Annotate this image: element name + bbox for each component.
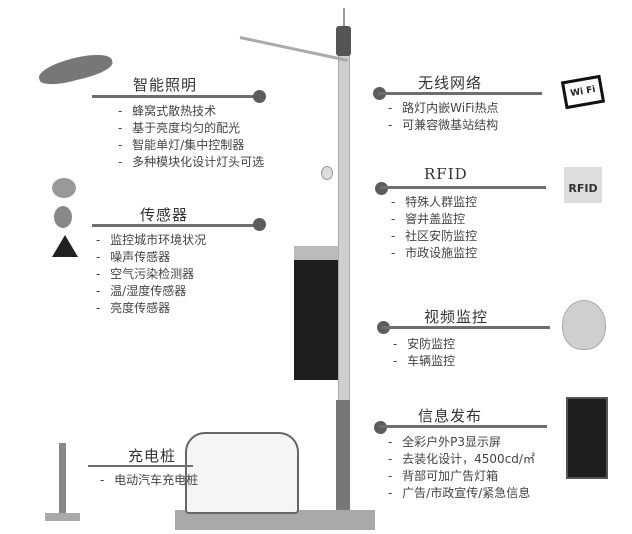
rfid-icon-text: RFID xyxy=(568,182,598,195)
lighting-item: 智能单灯/集中控制器 xyxy=(118,137,264,154)
wireless-item: 可兼容微基站结构 xyxy=(388,117,498,134)
sensors-item: 噪声传感器 xyxy=(96,249,206,266)
wireless-list: 路灯内嵌WiFi热点 可兼容微基站结构 xyxy=(388,100,498,134)
charging-title: 充电桩 xyxy=(128,447,177,465)
video-connector xyxy=(382,326,550,329)
led-display-icon xyxy=(566,397,608,479)
info-item: 广告/市政宣传/紧急信息 xyxy=(388,485,535,502)
rfid-title: RFID xyxy=(424,165,468,183)
video-item: 安防监控 xyxy=(393,336,455,353)
sensors-list: 监控城市环境状况 噪声传感器 空气污染检测器 温/湿度传感器 亮度传感器 xyxy=(96,232,206,317)
lamp-pole xyxy=(338,30,350,510)
pole-top-module xyxy=(336,26,351,56)
info-title: 信息发布 xyxy=(418,407,483,425)
wireless-connector xyxy=(378,92,542,95)
car-icon xyxy=(185,432,299,514)
info-list: 全彩户外P3显示屏 去装化设计，4500cd/㎡ 背部可加广告灯箱 广告/市政宣… xyxy=(388,434,535,502)
sensors-item: 亮度传感器 xyxy=(96,300,206,317)
video-title: 视频监控 xyxy=(424,308,489,326)
rfid-item: 窨井盖监控 xyxy=(391,211,477,228)
rfid-icon: RFID xyxy=(564,167,602,203)
rfid-connector xyxy=(380,186,546,189)
lighting-title: 智能照明 xyxy=(133,76,198,94)
charging-connector xyxy=(88,465,193,467)
charging-item: 电动汽车充电桩 xyxy=(100,472,198,489)
warning-sign-icon xyxy=(52,235,78,257)
lamp-arm xyxy=(239,36,348,62)
wifi-icon-text: Wi Fi xyxy=(569,84,597,100)
temperature-sensor-icon xyxy=(54,206,72,228)
pole-base xyxy=(336,400,350,510)
info-connector xyxy=(379,425,547,428)
charging-list: 电动汽车充电桩 xyxy=(100,472,198,489)
dome-camera-icon xyxy=(562,300,606,350)
info-item: 全彩户外P3显示屏 xyxy=(388,434,535,451)
pole-antenna xyxy=(343,8,345,30)
street-lamp-head-icon xyxy=(36,49,115,89)
lighting-item: 多种模块化设计灯头可选 xyxy=(118,154,264,171)
sensors-connector xyxy=(92,224,259,227)
rfid-item: 社区安防监控 xyxy=(391,228,477,245)
sensors-item: 空气污染检测器 xyxy=(96,266,206,283)
lighting-connector xyxy=(92,95,259,98)
rfid-item: 特殊人群监控 xyxy=(391,194,477,211)
lighting-item: 蜂窝式散热技术 xyxy=(118,103,264,120)
sensors-item: 监控城市环境状况 xyxy=(96,232,206,249)
rfid-list: 特殊人群监控 窨井盖监控 社区安防监控 市政设施监控 xyxy=(391,194,477,262)
lighting-item: 基于亮度均匀的配光 xyxy=(118,120,264,137)
info-item: 背部可加广告灯箱 xyxy=(388,468,535,485)
lighting-list: 蜂窝式散热技术 基于亮度均匀的配光 智能单灯/集中控制器 多种模块化设计灯头可选 xyxy=(118,103,264,171)
lighting-dot xyxy=(253,90,266,103)
info-item: 去装化设计，4500cd/㎡ xyxy=(388,451,535,468)
video-list: 安防监控 车辆监控 xyxy=(393,336,455,370)
gas-sensor-icon xyxy=(52,178,76,198)
wireless-item: 路灯内嵌WiFi热点 xyxy=(388,100,498,117)
charging-pile-icon xyxy=(59,443,66,513)
sensors-item: 温/湿度传感器 xyxy=(96,283,206,300)
wifi-icon: Wi Fi xyxy=(560,74,606,110)
sensors-dot xyxy=(253,218,266,231)
rfid-item: 市政设施监控 xyxy=(391,245,477,262)
sensors-title: 传感器 xyxy=(140,206,189,224)
small-ground xyxy=(45,513,80,521)
wireless-title: 无线网络 xyxy=(418,74,483,92)
ground xyxy=(175,510,375,530)
pole-camera-icon xyxy=(321,166,333,180)
pole-led-screen xyxy=(294,246,338,380)
video-item: 车辆监控 xyxy=(393,353,455,370)
